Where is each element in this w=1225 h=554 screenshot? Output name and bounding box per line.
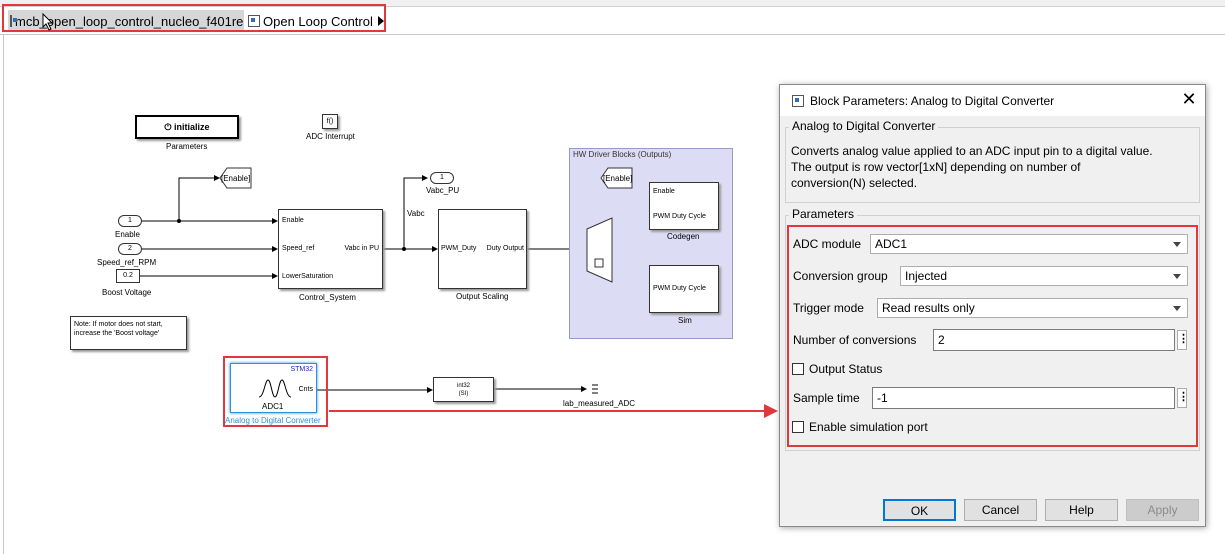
breadcrumb-item-subsystem[interactable]: Open Loop Control xyxy=(246,10,384,32)
trigger-mode-select[interactable]: Read results only xyxy=(877,298,1188,318)
variant-switch-block[interactable] xyxy=(586,217,614,283)
block-group-title: Analog to Digital Converter xyxy=(789,119,939,133)
more-options-icon[interactable]: ⋮ xyxy=(1177,388,1189,408)
from-enable-label: [Enable] xyxy=(603,174,633,183)
description-line-2: The output is row vector[1xN] depending … xyxy=(791,160,1081,174)
num-conversions-label: Number of conversions xyxy=(793,333,917,347)
adc-interrupt-block[interactable]: f() xyxy=(322,114,338,129)
description-line-3: conversion(N) selected. xyxy=(791,176,918,190)
port-enable: Enable xyxy=(282,217,304,224)
mouse-cursor-icon xyxy=(42,13,54,31)
control-system-label: Control_System xyxy=(299,293,356,302)
port-duty-output: Duty Output xyxy=(486,245,524,252)
apply-button[interactable]: Apply xyxy=(1126,499,1199,521)
inport-speed[interactable]: 2 xyxy=(118,243,142,255)
vabc-signal-label: Vabc xyxy=(407,209,425,218)
parameters-group xyxy=(785,215,1200,451)
model-icon xyxy=(10,15,17,27)
outport-vabc[interactable]: 1 xyxy=(430,172,454,184)
from-enable-block[interactable] xyxy=(600,167,634,189)
annotation-note: Note: If motor does not start, increase … xyxy=(70,316,187,350)
port-pwm-duty-cycle: PWM Duty Cycle xyxy=(653,213,706,220)
adc-block[interactable]: STM32 Cnts ADC1 xyxy=(230,363,317,413)
inport-enable-label: Enable xyxy=(115,230,140,239)
port-pwm-duty: PWM_Duty xyxy=(441,245,477,252)
cancel-button[interactable]: Cancel xyxy=(964,499,1037,521)
measured-adc-label: lab_measured_ADC xyxy=(563,399,636,408)
adc-interrupt-label: ADC Interrupt xyxy=(306,132,355,141)
convert-type: int32 xyxy=(456,383,470,389)
close-icon[interactable]: ✕ xyxy=(1181,89,1197,109)
output-status-checkbox[interactable] xyxy=(792,363,804,375)
inport-speed-label: Speed_ref_RPM xyxy=(97,258,157,267)
chevron-right-icon[interactable] xyxy=(377,16,384,26)
breadcrumb-highlight xyxy=(2,4,386,32)
hw-driver-group-title: HW Driver Blocks (Outputs) xyxy=(573,150,672,159)
output-status-label: Output Status xyxy=(809,362,883,376)
port-enable: Enable xyxy=(653,188,675,195)
sample-time-label: Sample time xyxy=(793,391,860,405)
output-scaling-block[interactable]: PWM_Duty Duty Output xyxy=(438,209,527,289)
port-speed-ref: Speed_ref xyxy=(282,245,315,252)
inport-enable[interactable]: 1 xyxy=(118,215,142,227)
block-icon xyxy=(792,95,804,107)
canvas-left-edge xyxy=(0,35,4,554)
dialog-title: Block Parameters: Analog to Digital Conv… xyxy=(810,94,1055,108)
boost-constant[interactable]: 0.2 xyxy=(116,269,140,283)
adc-port-cnts: Cnts xyxy=(298,386,313,393)
adc-block-highlight xyxy=(223,356,328,427)
chevron-down-icon xyxy=(1173,242,1181,247)
dialog-titlebar[interactable] xyxy=(780,85,1205,116)
goto-enable-label: [Enable] xyxy=(221,174,251,183)
breadcrumb-item-label: Open Loop Control xyxy=(263,13,373,29)
block-description-group xyxy=(785,127,1200,203)
boost-voltage-label: Boost Voltage xyxy=(102,288,152,297)
help-button[interactable]: Help xyxy=(1045,499,1118,521)
enable-sim-port-checkbox[interactable] xyxy=(792,421,804,433)
port-lower-saturation: LowerSaturation xyxy=(282,273,333,280)
adc-module-select[interactable]: ADC1 xyxy=(870,234,1188,254)
parameters-highlight xyxy=(787,225,1198,447)
conversion-group-label: Conversion group xyxy=(793,269,888,283)
trigger-mode-label: Trigger mode xyxy=(793,301,864,315)
power-icon: ⏻ xyxy=(164,122,175,132)
outport-vabc-label: Vabc_PU xyxy=(426,186,460,195)
adc-module-label: ADC module xyxy=(793,237,862,251)
conversion-group-select[interactable]: Injected xyxy=(900,266,1188,286)
enable-sim-port-label: Enable simulation port xyxy=(809,420,928,434)
more-options-icon[interactable]: ⋮ xyxy=(1177,330,1189,350)
codegen-block[interactable]: Enable PWM Duty Cycle xyxy=(649,182,719,230)
parameters-group-title: Parameters xyxy=(789,207,858,221)
breadcrumb-item-model[interactable]: mcb_open_loop_control_nucleo_f401re xyxy=(8,10,255,32)
toolbar-strip xyxy=(0,0,1225,7)
port-pwm-duty-cycle: PWM Duty Cycle xyxy=(653,285,706,292)
subsystem-icon xyxy=(248,15,260,27)
adc-stm32-tag: STM32 xyxy=(290,366,313,373)
chevron-down-icon xyxy=(1173,306,1181,311)
ok-button[interactable]: OK xyxy=(883,499,956,521)
parameters-label: Parameters xyxy=(166,142,208,151)
output-scaling-label: Output Scaling xyxy=(456,292,509,301)
num-conversions-input[interactable]: 2 xyxy=(933,329,1175,351)
adc-waveform-icon xyxy=(258,379,292,398)
data-type-conversion-block[interactable]: int32 (SI) xyxy=(433,377,494,402)
block-parameters-dialog[interactable]: Block Parameters: Analog to Digital Conv… xyxy=(779,84,1206,527)
description-line-1: Converts analog value applied to an ADC … xyxy=(791,144,1153,158)
port-vabc-pu: Vabc in PU xyxy=(344,245,380,252)
convert-mode: (SI) xyxy=(458,391,469,397)
sim-label: Sim xyxy=(678,316,692,325)
control-system-block[interactable]: Enable Speed_ref LowerSaturation Vabc in… xyxy=(278,209,383,289)
sample-time-input[interactable]: -1 xyxy=(872,387,1175,409)
breadcrumb-item-label: mcb_open_loop_control_nucleo_f401re xyxy=(15,13,244,29)
adc-block-label: Analog to Digital Converter xyxy=(225,416,321,425)
codegen-label: Codegen xyxy=(667,232,700,241)
adc-name: ADC1 xyxy=(262,402,284,411)
chevron-down-icon xyxy=(1173,274,1181,279)
initialize-button[interactable]: ⏻ initialize xyxy=(135,115,239,139)
goto-enable-block[interactable] xyxy=(219,167,253,189)
sim-block[interactable]: PWM Duty Cycle xyxy=(649,265,719,313)
